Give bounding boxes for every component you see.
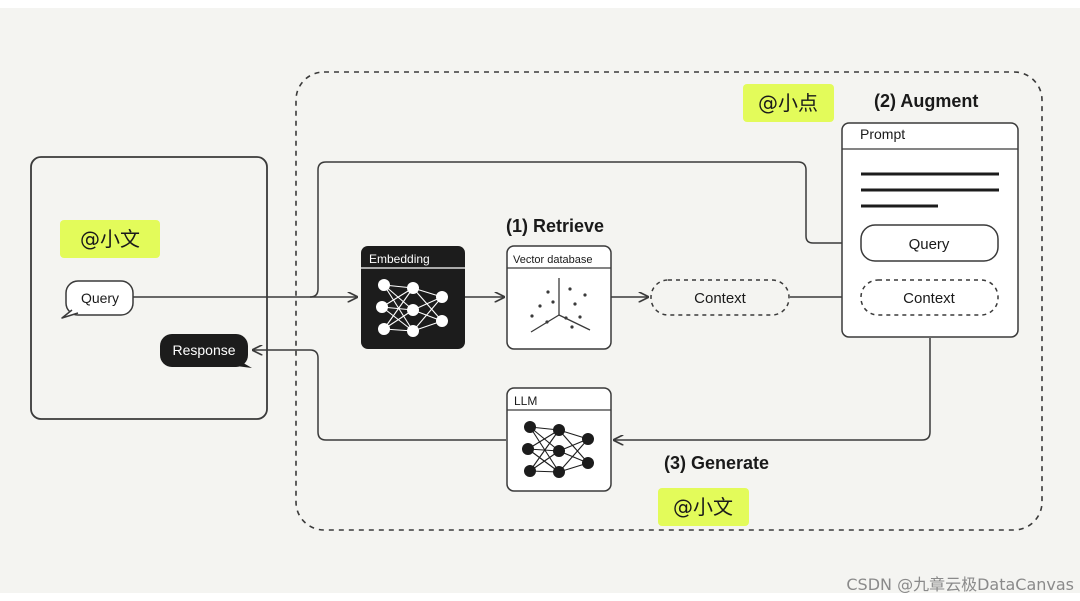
llm-network-icon [522,421,594,478]
prompt-title: Prompt [860,126,905,142]
vector-database-box: Vector database [506,245,612,350]
context-pill [650,279,790,316]
llm-to-response-arrow [253,350,506,441]
embedding-network-icon [376,279,448,337]
query-to-prompt-arrow [309,161,858,298]
embedding-title: Embedding [369,252,430,266]
rag-region [295,71,1043,531]
llm-box: LLM [506,387,612,492]
embedding-box: Embedding [361,246,465,349]
client-box [30,156,268,420]
augment-tag: @小点 [758,91,818,115]
response-bubble-label: Response [172,342,235,358]
response-bubble: Response [160,334,252,368]
generate-tag: @小文 [673,495,733,519]
prompt-to-llm-arrow [614,338,931,440]
llm-title: LLM [514,394,537,408]
client-tag: @小文 [80,227,140,251]
generate-label: (3) Generate [664,453,769,473]
watermark: CSDN @九章云极DataCanvas [846,575,1074,594]
client-tag-highlight [60,220,160,258]
query-bubble-label: Query [81,290,119,306]
retrieve-label: (1) Retrieve [506,216,604,236]
prompt-context-pill [860,279,999,316]
augment-tag-highlight [743,84,834,122]
connectors [133,161,931,441]
prompt-query-pill [860,224,999,262]
prompt-query-label: Query [909,236,950,253]
prompt-context-label: Context [903,290,956,307]
query-bubble: Query [61,280,134,319]
context-label: Context [694,290,747,307]
vector-scatter-icon [530,278,591,333]
vector-database-title: Vector database [513,254,593,266]
prompt-box: Prompt Query Context [841,122,1019,338]
generate-tag-highlight [658,488,749,526]
prompt-text-lines [861,172,999,208]
augment-label: (2) Augment [874,91,978,111]
